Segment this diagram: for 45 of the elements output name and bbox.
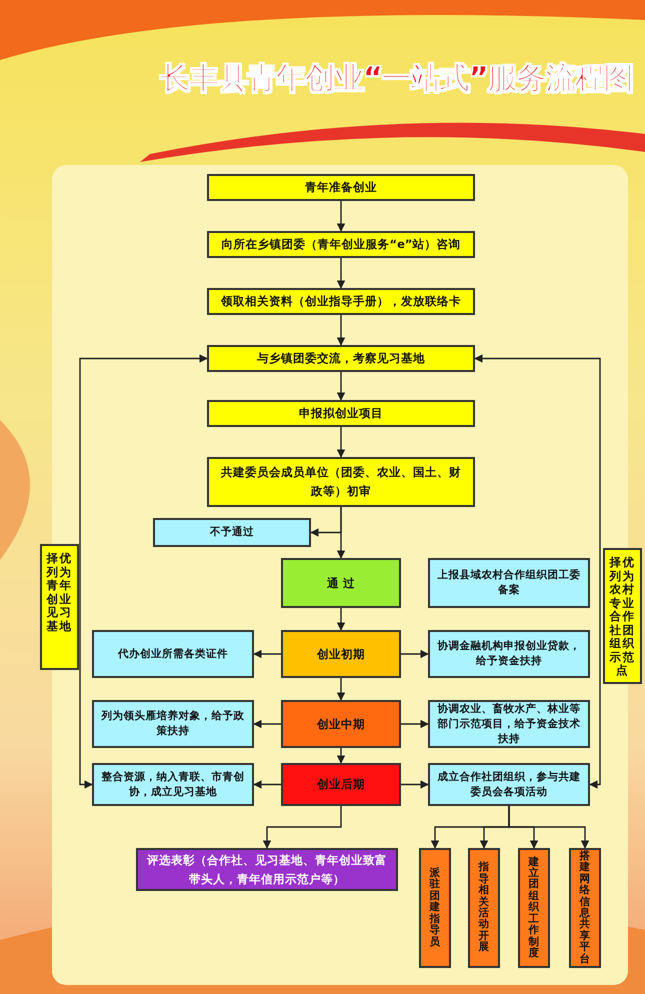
process-box: 创业后期	[281, 763, 401, 806]
arrow	[401, 650, 429, 658]
process-box: 领取相关资料（创业指导手册），发放联络卡	[207, 288, 475, 315]
process-box: 代办创业所需各类证件	[92, 630, 254, 678]
process-box: 申报拟创业项目	[207, 400, 475, 427]
arrow	[336, 678, 346, 701]
process-box: 列为领头雁培养对象，给予政策扶持	[92, 700, 254, 748]
arrow	[79, 354, 208, 789]
arrow	[508, 806, 590, 849]
arrow	[336, 315, 346, 346]
process-box: 青年准备创业	[207, 174, 475, 201]
arrow	[401, 780, 429, 789]
arrow	[253, 720, 281, 728]
vertical-text-box: 指导相关活动开展	[468, 848, 500, 968]
arrow	[336, 372, 346, 401]
arrow	[336, 748, 346, 764]
process-box: 创业初期	[281, 630, 401, 678]
process-box: 上报县域农村合作组织团工委备案	[428, 558, 590, 608]
vertical-text-box: 派驻团建指导员	[419, 848, 451, 968]
vertical-text-box: 建立团组织工作制度	[518, 848, 550, 968]
process-box: 协调金融机构申报创业贷款，给予资金扶持	[428, 630, 590, 678]
process-box: 整合资源，纳入青联、市青创协，成立见习基地	[92, 763, 254, 806]
arrow	[336, 201, 346, 232]
arrow	[336, 507, 346, 559]
process-box: 与乡镇团委交流，考察见习基地	[207, 345, 475, 372]
process-box: 共建委员会成员单位（团委、农业、国土、财政等）初审	[207, 457, 475, 507]
arrow	[336, 258, 346, 289]
vertical-text-box: 择优列为农村专业合作社团组织示范点	[603, 548, 642, 684]
arrow	[336, 427, 346, 458]
process-box: 成立合作社团组织，参与共建委员会各项活动	[428, 763, 590, 806]
vertical-text-box: 搭建网络信息共享平台	[569, 848, 601, 968]
arrow	[262, 806, 342, 849]
arrow	[401, 720, 429, 728]
process-box: 评选表彰（合作社、见习基地、青年创业致富带头人，青年信用示范户等）	[136, 848, 398, 891]
process-box: 创业中期	[281, 700, 401, 748]
arrow	[336, 608, 346, 631]
process-box: 向所在乡镇团委（青年创业服务“e”站）咨询	[207, 231, 475, 258]
process-box: 通 过	[281, 558, 401, 608]
title: 长丰县青年创业“一站式”服务流程图	[160, 60, 634, 98]
process-box: 协调农业、畜牧水产、林业等部门示范项目，给予资金技术扶持	[428, 700, 590, 748]
arrow	[253, 650, 281, 658]
arrow	[474, 354, 601, 789]
vertical-text-box: 择优列为青年创业见习基地	[40, 544, 79, 670]
process-box: 不予通过	[153, 518, 311, 547]
arrow	[253, 780, 281, 789]
